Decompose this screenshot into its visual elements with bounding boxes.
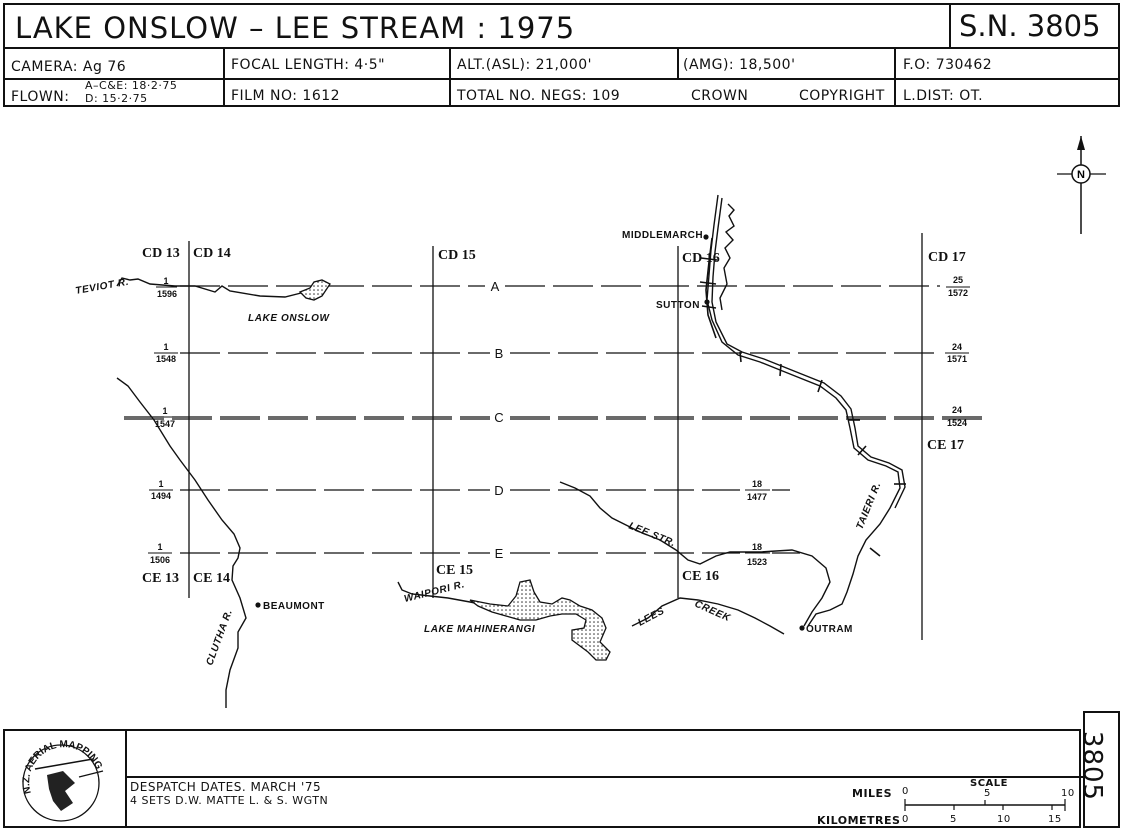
kilometres-label: KILOMETRES bbox=[817, 814, 901, 827]
lake-onslow-shape bbox=[298, 279, 331, 301]
run-d-start-bottom: 1494 bbox=[151, 491, 171, 501]
cell-divider bbox=[449, 47, 451, 105]
flown-ace-date: A–C&E: 18·2·75 bbox=[85, 79, 178, 92]
sheet-number-vertical: 3805 bbox=[1077, 730, 1108, 802]
run-letter-d: D bbox=[494, 483, 503, 498]
sets-info: 4 SETS D.W. MATTE L. & S. WGTN bbox=[130, 794, 329, 807]
sheet-number-vertical-box: 3805 bbox=[1077, 711, 1120, 828]
run-c-end-bottom: 1524 bbox=[947, 418, 967, 428]
label-lee-stream: LEE STR. bbox=[627, 521, 677, 550]
crown-text: CROWN bbox=[691, 88, 749, 104]
label-taieri-river: TAIERI R. bbox=[855, 480, 884, 531]
header-divider bbox=[5, 78, 1118, 80]
miles-tick-0: 0 bbox=[902, 786, 909, 797]
run-a-start-top: 1 bbox=[163, 276, 168, 286]
fo-field: F.O: 730462 bbox=[903, 57, 993, 73]
grid-label-cd15: CD 15 bbox=[438, 248, 476, 263]
despatch-dates: DESPATCH DATES. MARCH '75 bbox=[130, 780, 322, 794]
run-letter-e: E bbox=[495, 546, 504, 561]
run-d-end-bottom: 1477 bbox=[747, 492, 767, 502]
grid-label-cd14: CD 14 bbox=[193, 246, 231, 261]
km-tick-15: 15 bbox=[1048, 814, 1062, 825]
north-letter: N bbox=[1077, 169, 1085, 181]
flown-d-date: D: 15·2·75 bbox=[85, 92, 148, 105]
label-teviot-river: TEVIOT R. bbox=[75, 277, 130, 297]
cell-divider bbox=[677, 47, 679, 78]
grid-label-ce13: CE 13 bbox=[142, 571, 179, 586]
place-middlemarch: MIDDLEMARCH bbox=[622, 230, 703, 241]
footer-panel: N.Z. AERIAL MAPPING DESPATCH DATES. MARC… bbox=[3, 729, 1083, 828]
grid-label-ce14: CE 14 bbox=[193, 571, 230, 586]
grid-label-cd17: CD 17 bbox=[928, 250, 966, 265]
run-c-start-top: 1 bbox=[162, 406, 167, 416]
flight-runs bbox=[124, 285, 988, 554]
label-lake-mahinerangi: LAKE MAHINERANGI bbox=[424, 624, 535, 635]
run-letter-c: C bbox=[494, 410, 503, 425]
focal-length-field: FOCAL LENGTH: 4·5" bbox=[231, 57, 386, 73]
cell-divider bbox=[223, 47, 225, 105]
north-arrow: N bbox=[1057, 136, 1106, 234]
cell-divider bbox=[894, 47, 896, 105]
run-c-start-bottom: 1547 bbox=[155, 419, 175, 429]
grid-label-cd13: CD 13 bbox=[142, 246, 180, 261]
place-outram: OUTRAM bbox=[806, 624, 853, 635]
sheet-number: S.N. 3805 bbox=[949, 5, 1120, 47]
camera-field: CAMERA: Ag 76 bbox=[11, 59, 127, 75]
run-b-end-top: 24 bbox=[952, 342, 962, 352]
run-b-start-top: 1 bbox=[163, 342, 168, 352]
label-lake-onslow: LAKE ONSLOW bbox=[248, 313, 331, 324]
run-d-start-top: 1 bbox=[158, 479, 163, 489]
run-e-end-top: 18 bbox=[752, 542, 762, 552]
label-waipori-river: WAIPORI R. bbox=[403, 579, 466, 605]
scale-title: SCALE bbox=[970, 778, 1008, 789]
miles-tick-5: 5 bbox=[984, 788, 991, 799]
label-lees: LEES bbox=[636, 606, 666, 629]
flown-label: FLOWN: bbox=[11, 89, 70, 105]
run-fractions: 1 1596 25 1572 1 1548 24 1571 1 1547 24 … bbox=[148, 275, 970, 567]
run-c-end-top: 24 bbox=[952, 405, 962, 415]
footer-divider bbox=[125, 776, 127, 828]
run-e-end-bottom: 1523 bbox=[747, 557, 767, 567]
grid-label-ce15: CE 15 bbox=[436, 563, 473, 578]
railway-line bbox=[699, 237, 906, 557]
footer-divider bbox=[125, 776, 1083, 778]
town-markers bbox=[255, 234, 805, 631]
lake-mahinerangi-shape bbox=[469, 579, 611, 661]
film-no-field: FILM NO: 1612 bbox=[231, 88, 341, 104]
copyright-text: COPYRIGHT bbox=[799, 88, 885, 104]
l-dist-field: L.DIST: OT. bbox=[903, 88, 984, 104]
run-letter-a: A bbox=[491, 279, 500, 294]
grid-label-ce16: CE 16 bbox=[682, 569, 719, 584]
nz-aerial-mapping-logo: N.Z. AERIAL MAPPING bbox=[5, 731, 127, 826]
grid-label-ce17: CE 17 bbox=[927, 438, 964, 453]
alt-asl-field: ALT.(ASL): 21,000' bbox=[457, 57, 592, 73]
run-a-end-top: 25 bbox=[953, 275, 963, 285]
run-a-start-bottom: 1596 bbox=[157, 289, 177, 299]
header-divider bbox=[5, 47, 1118, 49]
run-a-end-bottom: 1572 bbox=[948, 288, 968, 298]
place-beaumont: BEAUMONT bbox=[263, 601, 325, 612]
total-negs-field: TOTAL NO. NEGS: 109 bbox=[457, 88, 621, 104]
km-tick-5: 5 bbox=[950, 814, 957, 825]
run-d-end-top: 18 bbox=[752, 479, 762, 489]
place-sutton: SUTTON bbox=[656, 300, 700, 311]
km-tick-0: 0 bbox=[902, 814, 909, 825]
run-b-start-bottom: 1548 bbox=[156, 354, 176, 364]
miles-label: MILES bbox=[852, 787, 892, 800]
run-e-start-top: 1 bbox=[157, 542, 162, 552]
label-clutha-river: CLUTHA R. bbox=[204, 608, 234, 667]
run-letter-b: B bbox=[495, 346, 504, 361]
header-panel: LAKE ONSLOW – LEE STREAM : 1975 S.N. 380… bbox=[3, 3, 1120, 107]
map-title: LAKE ONSLOW – LEE STREAM : 1975 bbox=[15, 11, 576, 45]
run-e-start-bottom: 1506 bbox=[150, 555, 170, 565]
amg-field: (AMG): 18,500' bbox=[683, 57, 796, 73]
run-b-end-bottom: 1571 bbox=[947, 354, 967, 364]
scale-bar bbox=[904, 799, 1066, 811]
miles-tick-10: 10 bbox=[1061, 788, 1075, 799]
km-tick-10: 10 bbox=[997, 814, 1011, 825]
logo-emblem: N.Z. AERIAL MAPPING bbox=[21, 739, 104, 822]
